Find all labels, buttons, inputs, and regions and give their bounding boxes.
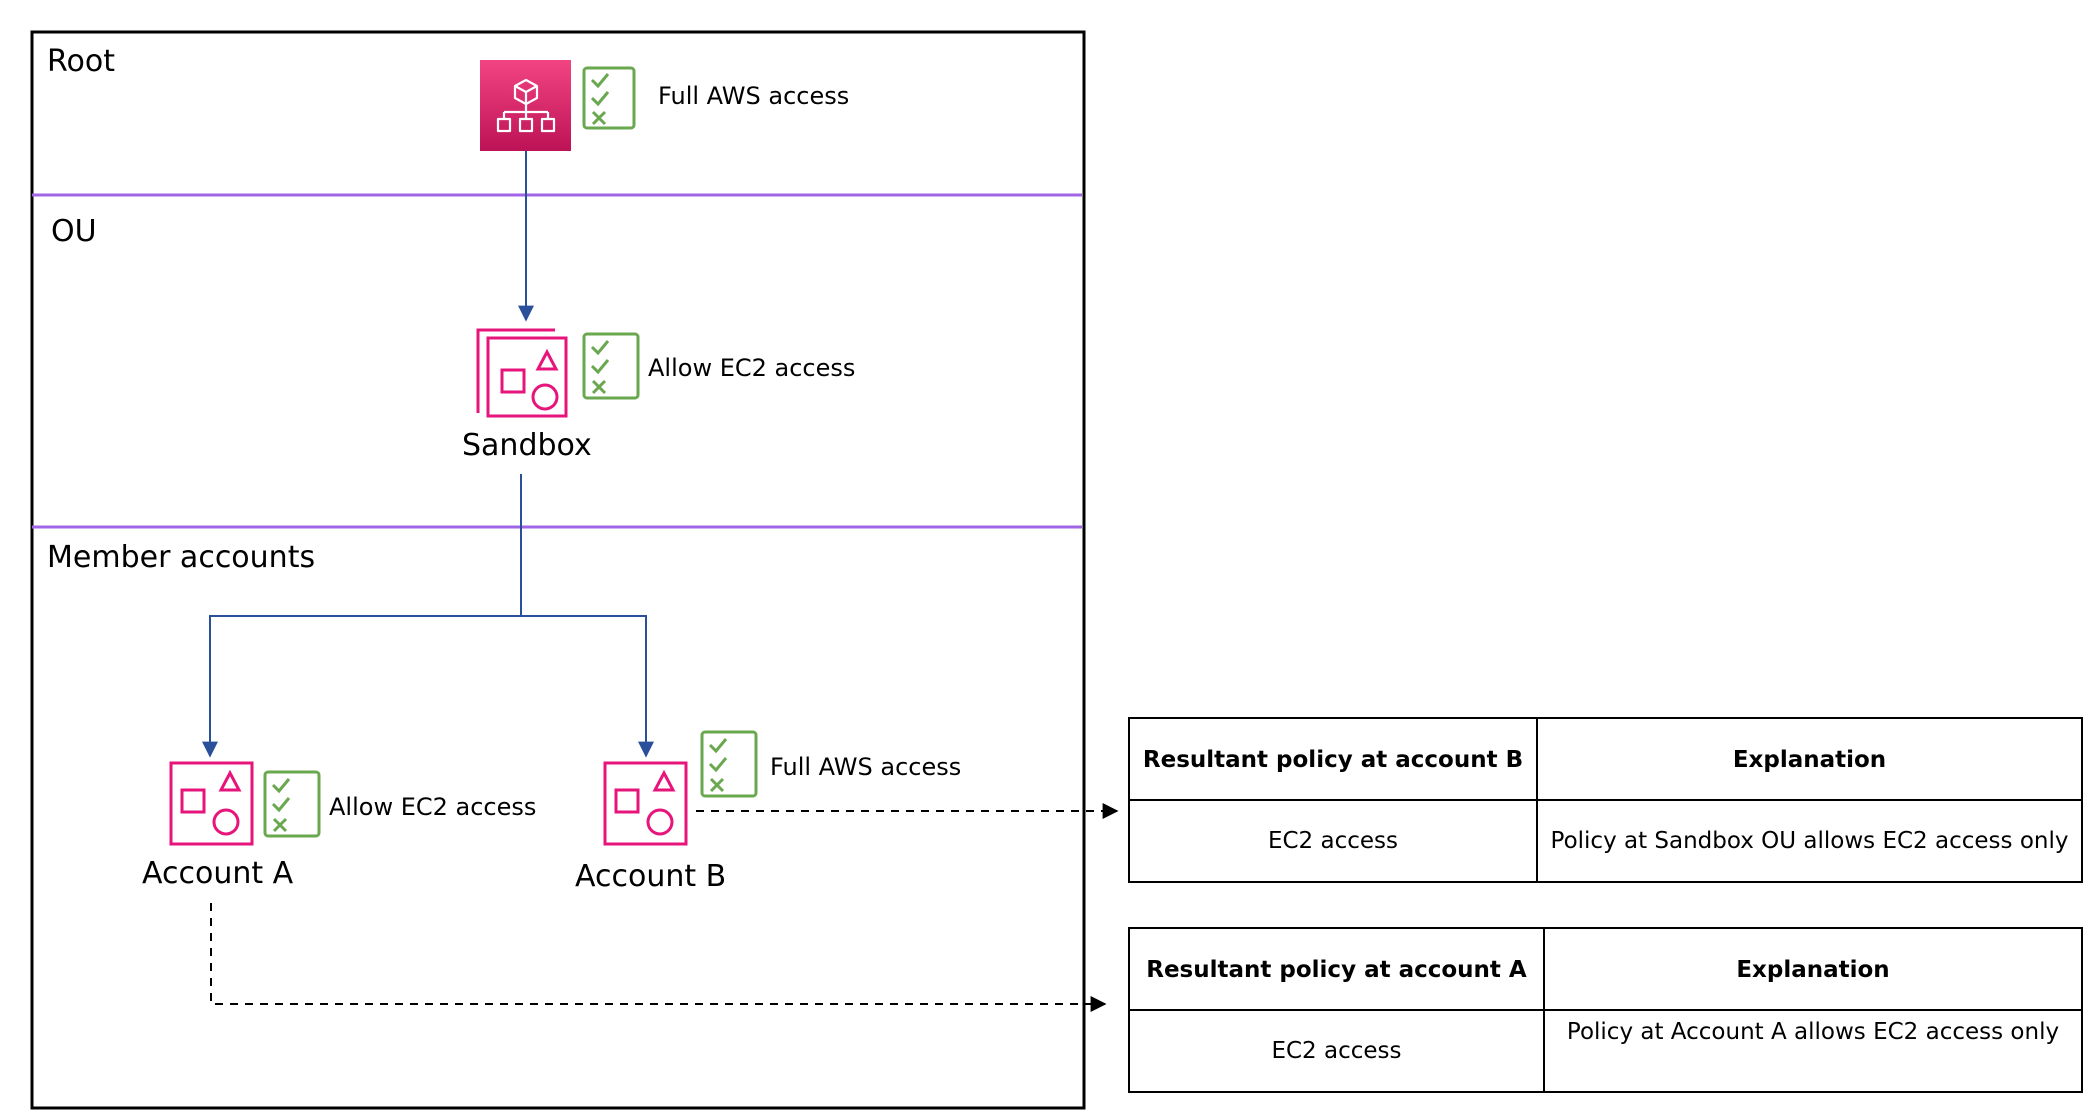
- table-b-cell-explanation: Policy at Sandbox OU allows EC2 access o…: [1550, 828, 2069, 854]
- account-b-icon: [603, 761, 688, 846]
- table-a-header-policy: Resultant policy at account A: [1146, 956, 1527, 983]
- table-b-header-policy: Resultant policy at account B: [1142, 746, 1524, 773]
- zone-label-member-accounts: Member accounts: [47, 540, 316, 575]
- sandbox-label: Sandbox: [462, 428, 592, 463]
- connector-to-account-a: [202, 615, 521, 758]
- account-a-icon: [169, 761, 254, 846]
- account-a-policy-checklist-icon: [263, 770, 321, 838]
- account-a-label: Account A: [142, 856, 294, 891]
- connector-to-account-b: [521, 615, 654, 758]
- account-b-policy-checklist-icon: [700, 730, 758, 798]
- root-policy-checklist-icon: [582, 66, 636, 130]
- account-a-policy-label: Allow EC2 access: [329, 793, 537, 821]
- zone-label-root: Root: [47, 44, 115, 79]
- account-b-label: Account B: [575, 859, 727, 894]
- sandbox-policy-label: Allow EC2 access: [648, 354, 856, 382]
- table-a-cell-explanation: Policy at Account A allows EC2 access on…: [1566, 1019, 2060, 1045]
- table-b-header-explanation: Explanation: [1732, 746, 1887, 773]
- organizations-icon: [480, 60, 571, 151]
- account-a-result-table: [1128, 927, 2083, 1093]
- table-a-cell-policy: EC2 access: [1271, 1038, 1402, 1064]
- account-b-policy-label: Full AWS access: [770, 753, 962, 781]
- organizational-unit-icon: [476, 328, 568, 418]
- account-b-result-table: [1128, 717, 2083, 883]
- root-policy-label: Full AWS access: [658, 82, 850, 110]
- organization-frame: [30, 30, 1086, 1110]
- account-a-result-arrow: [210, 903, 1107, 1012]
- sandbox-policy-checklist-icon: [582, 332, 640, 400]
- zone-label-ou: OU: [51, 214, 97, 249]
- table-a-header-explanation: Explanation: [1736, 956, 1890, 983]
- table-b-cell-policy: EC2 access: [1267, 828, 1399, 854]
